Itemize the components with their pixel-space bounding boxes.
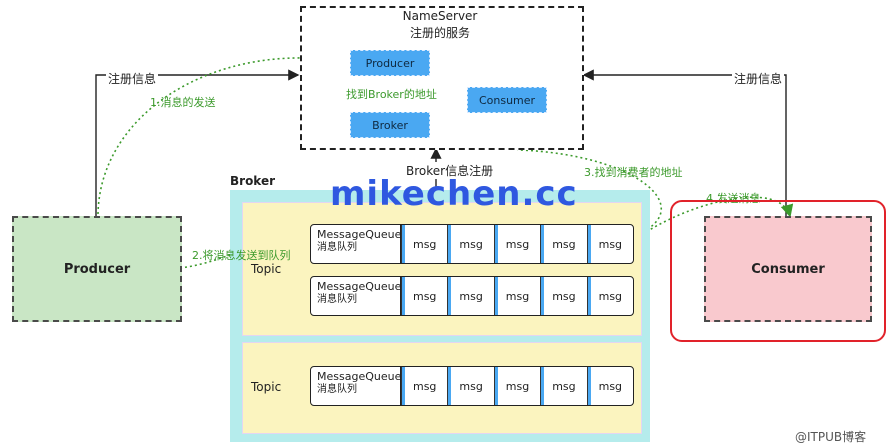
- msg-cell: msg: [540, 277, 586, 315]
- message-queue-2-sub: 消息队列: [317, 294, 357, 305]
- message-queue-3-head: MessageQueue 消息队列: [311, 367, 401, 405]
- step2-label: 2.将消息发送到队列: [192, 249, 291, 262]
- source-mark: @ITPUB博客: [795, 430, 867, 444]
- nameserver-subtitle: 注册的服务: [409, 26, 470, 40]
- msg-cell: msg: [493, 225, 540, 263]
- register-left-label: 注册信息: [106, 70, 159, 87]
- msg-cell: msg: [401, 277, 447, 315]
- broker-register-label: Broker信息注册: [404, 162, 496, 179]
- producer-register-line: [95, 69, 300, 216]
- msg-cell: msg: [493, 367, 540, 405]
- step1-label: 1.消息的发送: [150, 96, 216, 109]
- nameserver-producer-node: Producer: [350, 50, 430, 76]
- msg-cell: msg: [586, 277, 633, 315]
- message-queue-1-head: MessageQueue 消息队列: [311, 225, 401, 263]
- find-broker-label: 找到Broker的地址: [346, 88, 437, 101]
- message-queue-2-title: MessageQueue: [317, 280, 402, 293]
- watermark-text: mikechen.cc: [330, 174, 578, 214]
- msg-cell: msg: [447, 367, 493, 405]
- msg-cell: msg: [401, 367, 447, 405]
- step3-label: 3.找到消费者的地址: [584, 166, 683, 179]
- step1-flow: [97, 53, 348, 215]
- message-queue-3: MessageQueue 消息队列 msg msg msg msg msg: [310, 366, 634, 406]
- message-queue-1-title: MessageQueue: [317, 228, 402, 241]
- nameserver-box: [300, 6, 584, 150]
- message-queue-1-sub: 消息队列: [317, 242, 357, 253]
- broker-area-label: Broker: [230, 174, 276, 188]
- step3-flow: [498, 114, 663, 237]
- producer-node: Producer: [12, 216, 182, 322]
- consumer-register-line: [582, 69, 787, 216]
- msg-cell: msg: [586, 225, 633, 263]
- message-queue-2-head: MessageQueue 消息队列: [311, 277, 401, 315]
- msg-cell: msg: [540, 225, 586, 263]
- msg-cell: msg: [447, 225, 493, 263]
- nameserver-broker-node: Broker: [350, 112, 430, 138]
- nameserver-title: NameServer: [402, 9, 478, 23]
- msg-cell: msg: [540, 367, 586, 405]
- message-queue-1: MessageQueue 消息队列 msg msg msg msg msg: [310, 224, 634, 264]
- topic-1-label: Topic: [251, 262, 282, 276]
- msg-cell: msg: [447, 277, 493, 315]
- msg-cell: msg: [401, 225, 447, 263]
- consumer-highlight-frame: [670, 200, 886, 342]
- msg-cell: msg: [586, 367, 633, 405]
- message-queue-3-sub: 消息队列: [317, 384, 357, 395]
- topic-2-label: Topic: [251, 380, 282, 394]
- message-queue-2: MessageQueue 消息队列 msg msg msg msg msg: [310, 276, 634, 316]
- msg-cell: msg: [493, 277, 540, 315]
- step4-flow: [633, 196, 794, 241]
- register-right-label: 注册信息: [732, 70, 785, 87]
- message-queue-3-title: MessageQueue: [317, 370, 402, 383]
- consumer-node: Consumer: [704, 216, 872, 322]
- nameserver-consumer-node: Consumer: [467, 87, 547, 113]
